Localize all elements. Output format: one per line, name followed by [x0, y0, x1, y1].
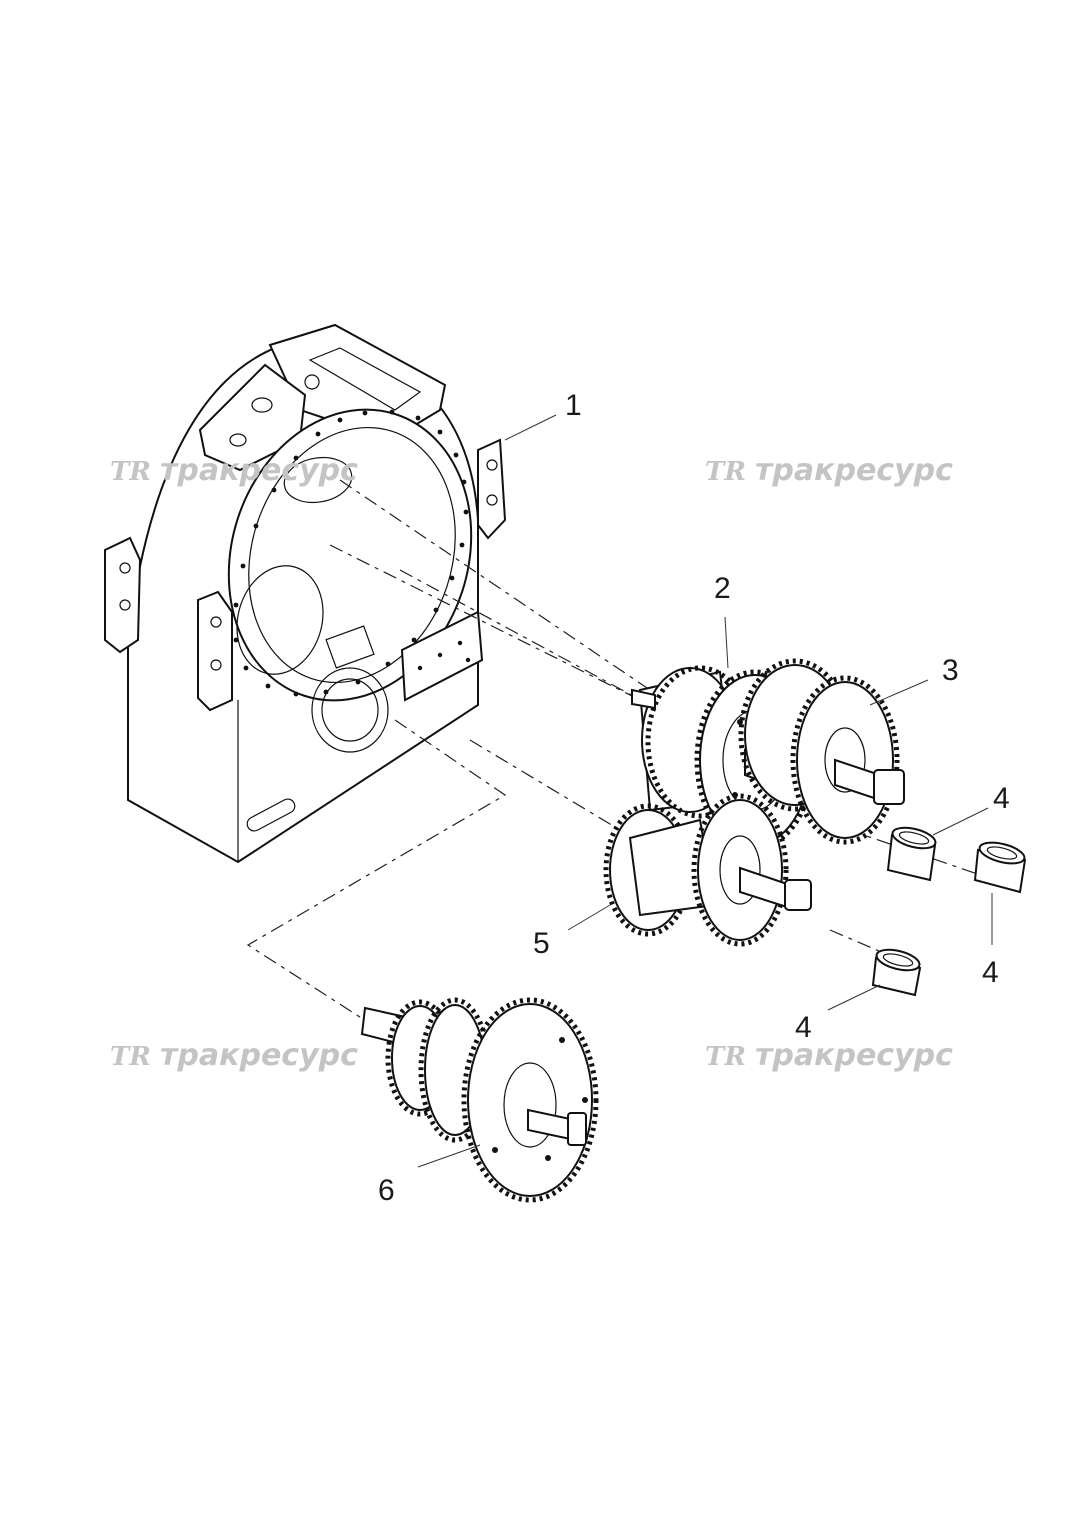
callout-clutch-pack-right: 3: [942, 654, 959, 687]
watermark-text: тракресурс: [755, 453, 953, 488]
callout-bearing-bottom: 4: [795, 1011, 812, 1044]
leader-lines: [417, 414, 993, 1168]
watermark-text: тракресурс: [755, 1038, 953, 1073]
clutch-pack-right: [738, 658, 905, 845]
watermark-top-left: TR тракресурс: [110, 453, 358, 488]
callout-output-shaft: 6: [378, 1174, 395, 1207]
callout-clutch-pack-lower: 5: [533, 927, 550, 960]
bearing-right-lower: [973, 841, 1027, 894]
watermark-top-right: TR тракресурс: [705, 453, 953, 488]
watermark-bottom-left: TR тракресурс: [110, 1038, 358, 1073]
watermark-logo: TR: [705, 1042, 746, 1072]
watermark-logo: TR: [705, 457, 746, 487]
callout-bearing-right-upper: 4: [993, 782, 1010, 815]
watermark-logo: TR: [110, 1042, 151, 1072]
watermark-bottom-right: TR тракресурс: [705, 1038, 953, 1073]
bearing-right-upper: [886, 826, 937, 882]
callout-bearing-right-lower: 4: [982, 956, 999, 989]
callout-clutch-pack-upper: 2: [714, 572, 731, 605]
watermark-text: тракресурс: [160, 453, 358, 488]
clutch-pack-lower: [603, 793, 812, 947]
gearbox-housing: [104, 323, 507, 864]
callout-labels: 1 2 3 4 4 4 5 6: [378, 389, 1010, 1207]
watermark-text: тракресурс: [160, 1038, 358, 1073]
watermark-logo: TR: [110, 457, 151, 487]
callout-housing: 1: [565, 389, 582, 422]
output-shaft-assembly: [360, 997, 599, 1203]
bearing-bottom: [871, 948, 922, 997]
flange-bolt-holes: [233, 409, 469, 697]
